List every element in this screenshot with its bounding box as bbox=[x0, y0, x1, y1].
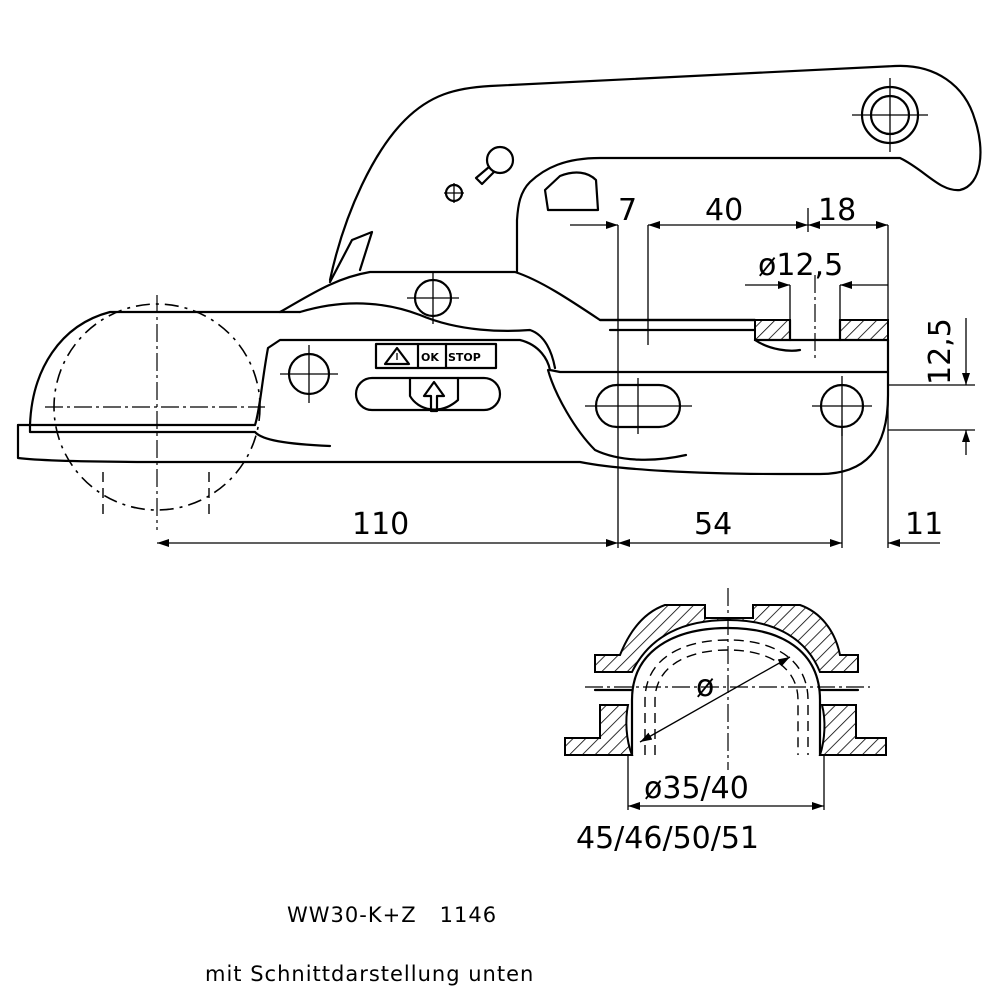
bore-section bbox=[753, 318, 890, 352]
lever-end-hole bbox=[852, 78, 928, 152]
dim-54: 54 bbox=[694, 507, 732, 542]
coupling-body-top bbox=[278, 270, 757, 322]
stop-label: STOP bbox=[448, 351, 481, 364]
ball-cup-inner-2 bbox=[654, 649, 799, 755]
model-caption: WW30-K+Z 1146 bbox=[287, 903, 497, 927]
coupling-body-side bbox=[28, 338, 890, 427]
dim-bore: ø12,5 bbox=[758, 248, 843, 283]
dim-40: 40 bbox=[705, 193, 743, 228]
section-hatch-left bbox=[564, 704, 634, 756]
release-slot bbox=[354, 376, 502, 413]
ball-socket bbox=[45, 295, 265, 530]
section-hatch-top bbox=[594, 604, 859, 673]
dimension-labels: 110 54 11 7 40 18 ø12,5 12,5 ø ø35/40 45/46/50/51 bbox=[352, 193, 958, 856]
dimension-lines bbox=[157, 208, 975, 548]
warning-triangle-icon bbox=[383, 346, 411, 366]
model-code: WW30-K+Z bbox=[287, 903, 417, 927]
dim-110: 110 bbox=[352, 507, 409, 542]
pivot-bolt bbox=[407, 272, 459, 324]
drawing-subtitle: mit Schnittdarstellung unten bbox=[205, 962, 535, 986]
section-hatch-right bbox=[818, 704, 887, 756]
dim-7: 7 bbox=[618, 193, 637, 228]
coupling-body-nose bbox=[28, 423, 332, 448]
ball-cup bbox=[630, 626, 822, 757]
coupling-body-lower bbox=[16, 338, 890, 476]
lever-pivot-mark bbox=[444, 183, 464, 203]
handle-lever bbox=[328, 64, 982, 282]
dim-height: 12,5 bbox=[923, 318, 958, 385]
part-number: 1146 bbox=[439, 903, 498, 927]
lever-clip bbox=[328, 230, 374, 284]
side-view: OK STOP bbox=[16, 64, 982, 530]
dim-ball-sizes: 45/46/50/51 bbox=[576, 821, 759, 856]
warning-label: OK STOP bbox=[374, 342, 498, 370]
handle-lever-inner bbox=[543, 171, 600, 212]
side-bolt bbox=[280, 345, 338, 403]
dim-ball-dia: ø35/40 bbox=[644, 771, 749, 806]
section-view bbox=[564, 588, 887, 810]
ok-label: OK bbox=[421, 351, 439, 364]
dim-ball-angle: ø bbox=[696, 669, 714, 704]
coupling-body-outline bbox=[16, 310, 302, 427]
coupling-body-ridge bbox=[298, 302, 557, 370]
ball-cup-inner-1 bbox=[644, 639, 809, 755]
dim-11: 11 bbox=[905, 507, 943, 542]
dim-18: 18 bbox=[818, 193, 856, 228]
keyhole-icon bbox=[474, 145, 515, 186]
mounting-hole-front bbox=[585, 378, 692, 434]
coupling-body-curve bbox=[546, 368, 688, 461]
